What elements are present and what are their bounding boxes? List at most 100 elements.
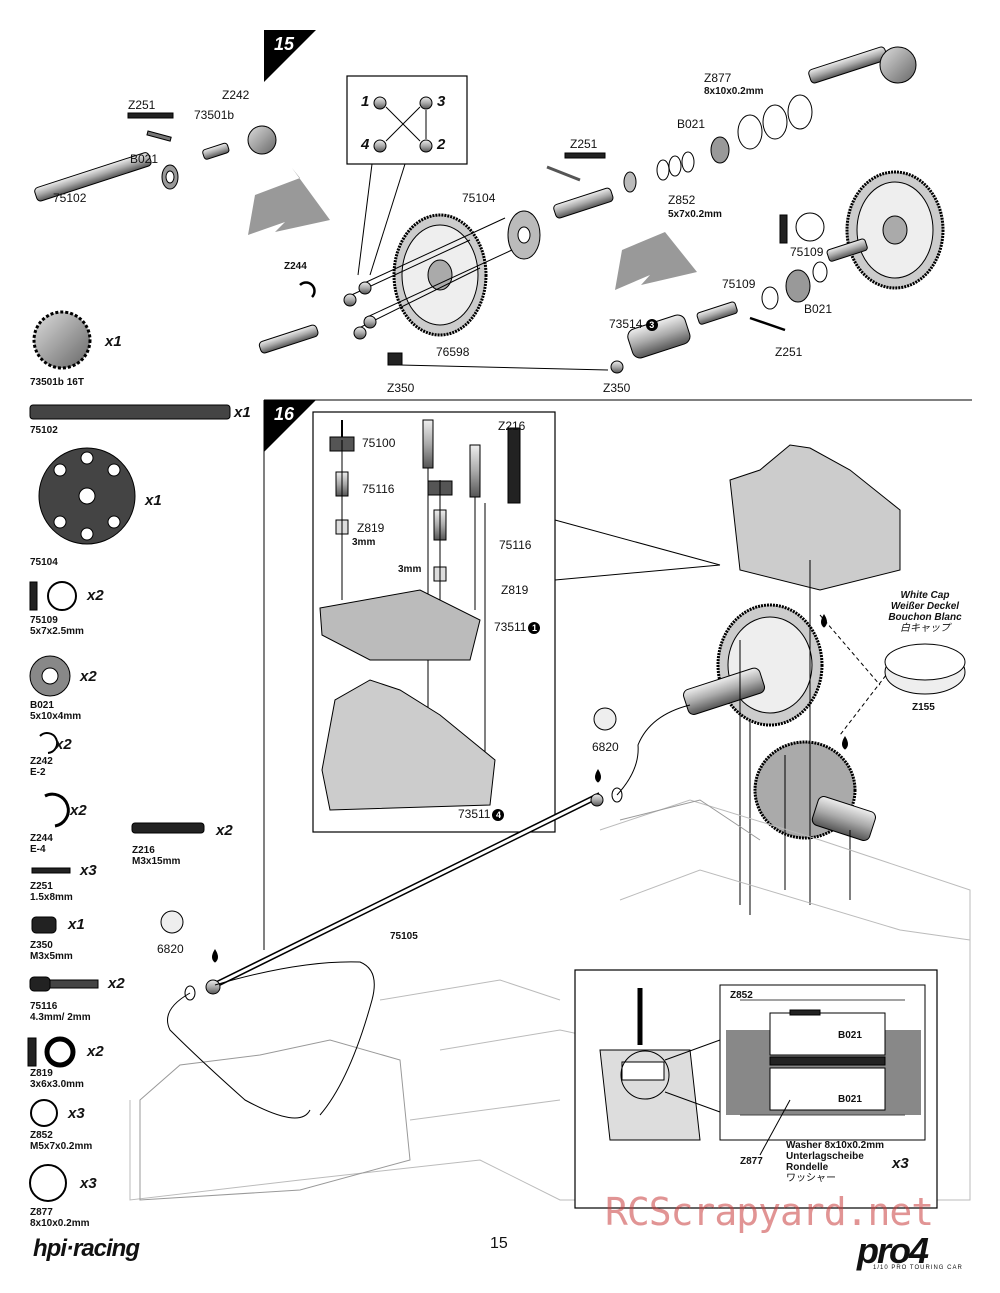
label-75104: 75104 <box>462 191 496 205</box>
label-75116-b: 75116 <box>499 538 532 552</box>
label-73511-4-code: 73511 <box>458 807 491 821</box>
sidebar-code: Z877 <box>30 1207 53 1218</box>
label-z244: Z244 <box>284 261 307 272</box>
label-z155: Z155 <box>912 702 935 713</box>
drive-shaft <box>160 614 848 1119</box>
white-cap-fr: Bouchon Blanc <box>888 612 962 623</box>
label-z852-spec: 5x7x0.2mm <box>668 209 722 220</box>
label-z819: Z819 <box>357 521 385 535</box>
sidebar-spec: 5x10x4mm <box>30 711 82 722</box>
step-tags <box>264 30 316 452</box>
step16-detail-box <box>312 411 721 833</box>
inset-z852: Z852 <box>730 990 753 1001</box>
sidebar-item-73501b: 73501b 16T <box>30 377 84 388</box>
label-6820-a: 6820 <box>592 740 619 754</box>
label-z877: Z877 <box>704 71 732 85</box>
label-z877-spec: 8x10x0.2mm <box>704 86 764 97</box>
sidebar-spec: 8x10x0.2mm <box>30 1218 90 1229</box>
sidebar-qty: x3 <box>80 862 97 879</box>
washer-fr: Rondelle <box>786 1162 829 1173</box>
order-num-3: 3 <box>437 93 446 110</box>
sidebar-qty: x2 <box>87 587 104 604</box>
sidebar-code: 73501b <box>30 377 64 388</box>
sidebar-code: 75109 <box>30 615 58 626</box>
white-cap-note: White Cap Weißer Deckel Bouchon Blanc 白キ… <box>888 590 962 634</box>
sidebar-spec: M5x7x0.2mm <box>30 1141 93 1152</box>
sidebar-item-75104: 75104 <box>30 557 58 568</box>
sidebar-spec: 4.3mm/ 2mm <box>30 1012 91 1023</box>
label-76598: 76598 <box>436 345 470 359</box>
inset-b021-top: B021 <box>838 1030 862 1041</box>
step-15-number: 15 <box>274 34 295 54</box>
white-cap-de: Weißer Deckel <box>890 601 960 612</box>
screw-order-box <box>346 75 468 276</box>
label-73511-4-note: 4 <box>492 809 505 821</box>
label-73514-note: 3 <box>645 319 658 331</box>
pro4-logo: pro4 <box>857 1230 929 1271</box>
sidebar-qty: x1 <box>105 333 122 350</box>
sidebar-qty: x1 <box>234 404 251 421</box>
inset-z877: Z877 <box>740 1156 763 1167</box>
step16-main-assembly <box>683 444 966 915</box>
sidebar-qty: x3 <box>80 1175 97 1192</box>
label-z216: Z216 <box>498 419 526 433</box>
washer-de: Unterlagscheibe <box>786 1151 864 1162</box>
inset-b021-bot: B021 <box>838 1094 862 1105</box>
label-75109-a: 75109 <box>790 245 824 259</box>
sidebar-code: 75116 <box>30 1001 58 1012</box>
washer-en: Washer 8x10x0.2mm <box>786 1140 885 1151</box>
label-6820-b: 6820 <box>157 942 184 956</box>
white-cap-en: White Cap <box>900 590 950 601</box>
washer-inset <box>574 969 938 1209</box>
label-b021-b: B021 <box>677 117 706 131</box>
step-16-number: 16 <box>274 404 295 424</box>
sidebar-qty: x1 <box>68 916 85 933</box>
label-z242: Z242 <box>222 88 250 102</box>
sidebar-code: B021 <box>30 700 54 711</box>
sidebar-code: Z216 <box>132 845 155 856</box>
inset-washer-note: Washer 8x10x0.2mm Unterlagscheibe Rondel… <box>786 1140 884 1184</box>
sidebar-item-75102: 75102 <box>30 425 58 436</box>
label-75100: 75100 <box>362 436 396 450</box>
inset-qty: x3 <box>892 1155 909 1172</box>
diff-assembly-step15 <box>399 170 945 374</box>
pro4-logo-subtitle: 1/10 PRO TOURING CAR <box>873 1265 963 1271</box>
order-num-1: 1 <box>361 93 370 110</box>
sidebar-qty: x1 <box>145 492 162 509</box>
sidebar-spec: 5x7x2.5mm <box>30 626 84 637</box>
sidebar-code: Z251 <box>30 881 53 892</box>
label-75109-b: 75109 <box>722 277 756 291</box>
label-z251-a: Z251 <box>128 98 156 112</box>
step16-frame <box>263 399 972 950</box>
sidebar-spec: 16T <box>66 377 84 388</box>
sidebar-qty: x2 <box>80 668 97 685</box>
sidebar-qty: x2 <box>216 822 233 839</box>
washer-jp: ワッシャー <box>786 1173 836 1184</box>
sidebar-qty: x2 <box>108 975 125 992</box>
sidebar-spec: E-4 <box>30 844 46 855</box>
label-73514: 73514 3 <box>609 317 658 331</box>
sidebar-code: Z852 <box>30 1130 53 1141</box>
label-73511-1-note: 1 <box>528 622 541 634</box>
sidebar-spec: E-2 <box>30 767 46 778</box>
label-73511-1-code: 73511 <box>494 620 527 634</box>
flow-arrows <box>248 168 697 290</box>
sidebar-spec: M3x15mm <box>132 856 181 867</box>
label-z350-a: Z350 <box>387 381 415 395</box>
label-z251-b: Z251 <box>570 137 598 151</box>
label-73514-code: 73514 <box>609 317 643 331</box>
sidebar-code: Z350 <box>30 940 53 951</box>
